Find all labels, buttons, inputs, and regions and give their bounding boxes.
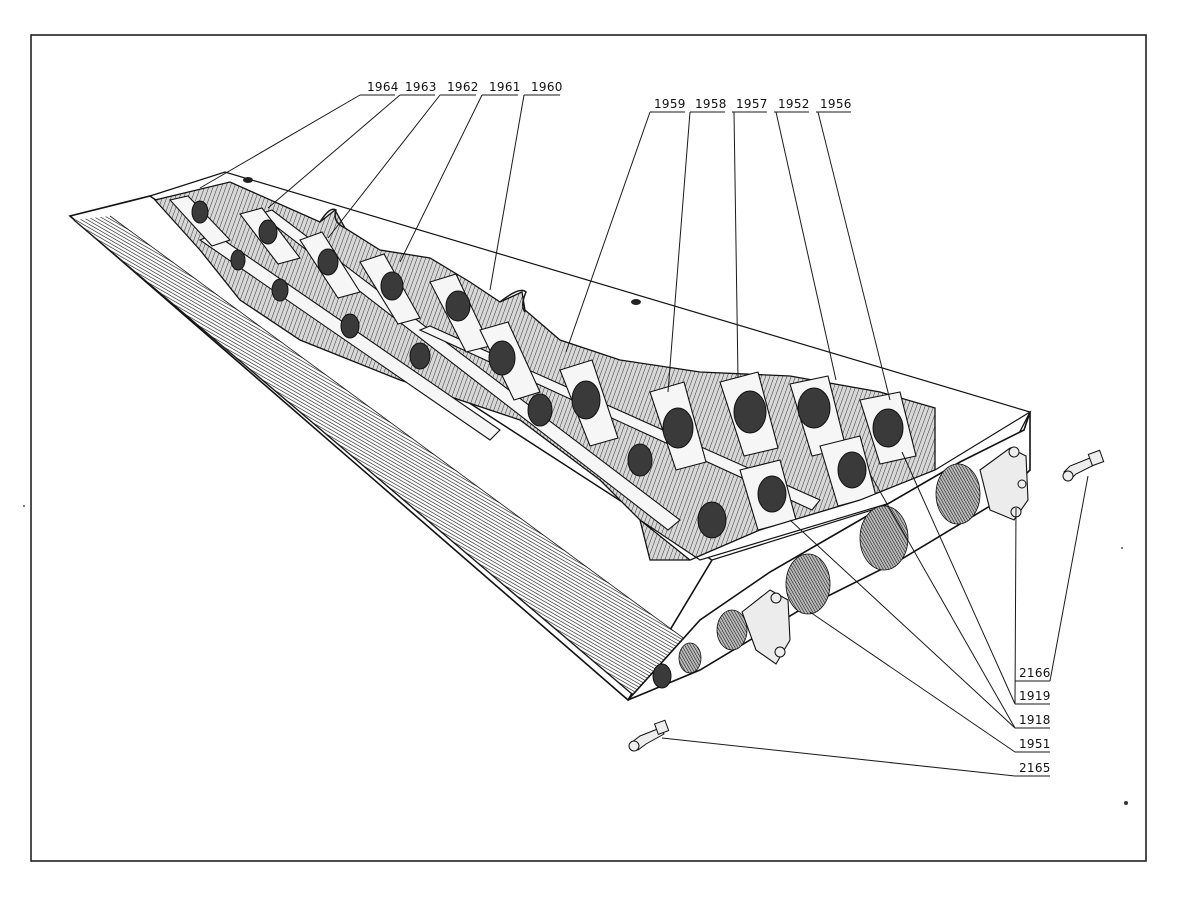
callout-label-1964: 1964 [367, 80, 399, 94]
callout-1952: 1952 [774, 97, 837, 381]
callout-1959: 1959 [565, 97, 686, 353]
callout-1919: 1919 [901, 451, 1051, 705]
callout-label-1958: 1958 [695, 97, 727, 111]
callout-label-1956: 1956 [820, 97, 852, 111]
callout-label-1963: 1963 [405, 80, 437, 94]
callout-label-1962: 1962 [447, 80, 479, 94]
callout-label-1951: 1951 [1019, 737, 1051, 751]
callout-label-1961: 1961 [489, 80, 521, 94]
callout-1964: 1964 [199, 80, 399, 189]
drawing-border [30, 34, 1147, 862]
callout-1962: 1962 [327, 80, 479, 239]
callout-label-1918: 1918 [1019, 713, 1051, 727]
callout-1957: 1957 [732, 97, 768, 379]
callout-label-1960: 1960 [531, 80, 563, 94]
callout-1961: 1961 [399, 80, 521, 263]
callout-label-1959: 1959 [654, 97, 686, 111]
callout-1960: 1960 [489, 80, 563, 291]
callout-1958: 1958 [667, 97, 727, 393]
callout-label-2165: 2165 [1019, 761, 1051, 775]
callout-label-1957: 1957 [736, 97, 768, 111]
callout-label-2166: 2166 [1019, 666, 1051, 680]
bolt-icon [1062, 449, 1105, 482]
callout-1956: 1956 [816, 97, 891, 401]
callout-2165: 2165 [661, 737, 1051, 777]
hinge-fitting-upper [979, 446, 1029, 521]
callout-1963: 1963 [267, 80, 437, 209]
bolt-icon [628, 719, 670, 752]
callout-1951: 1951 [809, 611, 1051, 753]
wing-structure-illustration [68, 171, 1032, 702]
rib-set [168, 195, 917, 539]
callout-2166: 2166 [1015, 475, 1089, 682]
hinge-fitting-lower [741, 589, 791, 665]
callout-label-1919: 1919 [1019, 689, 1051, 703]
callout-1918: 1918 [789, 473, 1051, 729]
callout-label-1952: 1952 [778, 97, 810, 111]
